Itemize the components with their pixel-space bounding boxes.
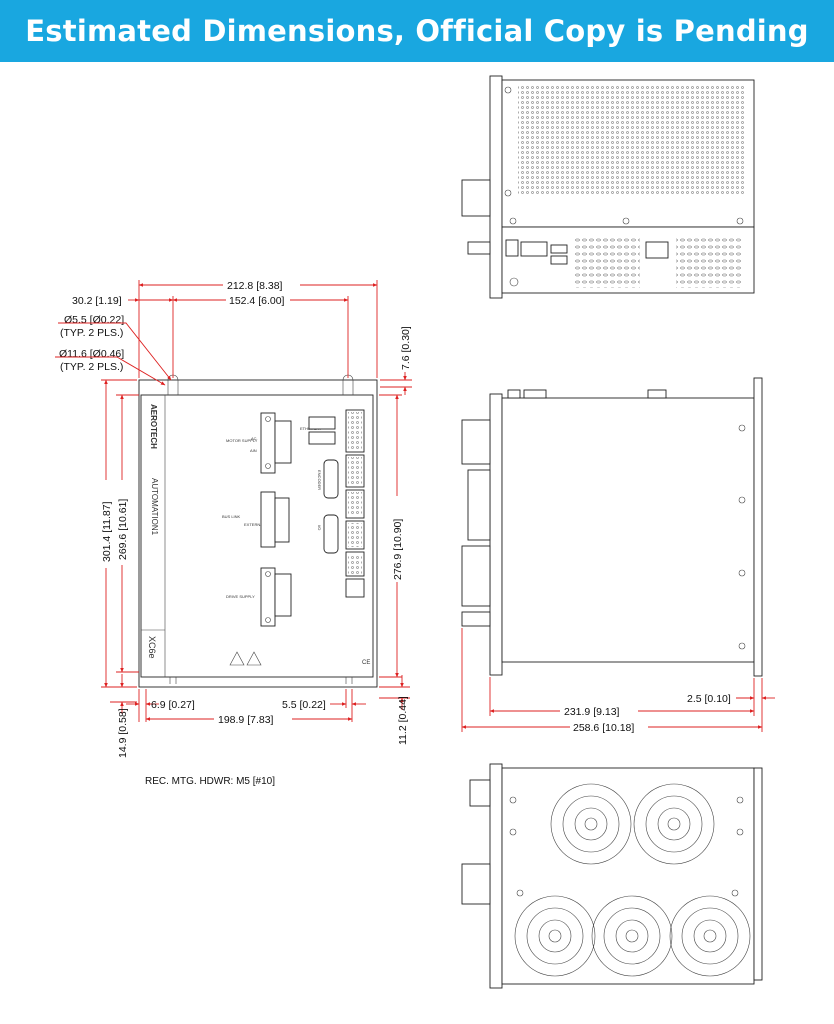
label-ac: AC [251, 436, 257, 441]
slot-bottom-left [169, 677, 177, 684]
label-encoder: ENCODER [317, 470, 322, 490]
banner-title: Estimated Dimensions, Official Copy is P… [25, 14, 809, 48]
side-view [461, 377, 763, 677]
fan-bottom-center [591, 895, 673, 977]
dim-depth-overall: 258.6 [10.18] [573, 722, 634, 734]
note-mounting-hardware: REC. MTG. HDWR: M5 [#10] [145, 776, 275, 787]
dim-slot-large-note: (TYP. 2 PLS.) [60, 361, 123, 373]
dim-top-offset: 7.6 [0.30] [400, 326, 412, 370]
dim-width-overall: 212.8 [8.38] [227, 280, 283, 292]
dim-slot-small: Ø5.5 [Ø0.22] [64, 314, 124, 326]
dim-bottom-left-height: 14.9 [0.58] [117, 708, 129, 758]
label-io: I/O [317, 525, 322, 530]
dim-bottom-left-offset: 6.9 [0.27] [151, 699, 195, 711]
model-label: XC6e [147, 636, 157, 659]
dim-bottom-right-height: 11.2 [0.44] [397, 696, 409, 745]
dim-slot-small-note: (TYP. 2 PLS.) [60, 327, 123, 339]
fan-bottom-right [669, 895, 751, 977]
ce-mark: CE [362, 660, 370, 666]
side-dimensions: 2.5 [0.10] 231.9 [9.13] 258.6 [10.18] [461, 628, 775, 734]
dim-height-overall: 301.4 [11.87] [101, 501, 113, 562]
dim-depth-body: 231.9 [9.13] [564, 706, 620, 718]
dim-edge-to-hole: 30.2 [1.19] [72, 295, 122, 307]
label-drive-supply: DRIVE SUPPLY [226, 594, 255, 599]
dim-bottom-width: 198.9 [7.83] [218, 714, 274, 726]
connector-motor-supply [260, 412, 276, 474]
bottom-view [461, 763, 763, 989]
fan-top-left [550, 783, 632, 865]
front-dimensions: 212.8 [8.38] 30.2 [1.19] 152.4 [6.00] Ø5… [55, 280, 412, 787]
label-ain: AIN [250, 448, 257, 453]
connector-bus-link [260, 491, 276, 548]
slot-bottom-right [345, 677, 353, 684]
title-banner: Estimated Dimensions, Official Copy is P… [0, 0, 834, 62]
connector-drive-supply-plug [274, 573, 292, 617]
dim-hole-spacing: 152.4 [6.00] [229, 295, 285, 307]
brand-logo: AEROTECH [149, 404, 158, 449]
fan-bottom-left [514, 895, 596, 977]
label-bus-link: BUS LINK [222, 514, 241, 519]
warning-icon [229, 651, 262, 666]
series-label: AUTOMATION1 [150, 478, 159, 536]
dim-slot-large: Ø11.6 [Ø0.46] [59, 348, 124, 360]
fan-top-right [633, 783, 715, 865]
dsub-encoder [323, 459, 339, 499]
dim-height-body: 276.9 [10.90] [392, 519, 404, 580]
connector-bus-link-plug [274, 497, 290, 543]
dimension-drawing: AEROTECH AUTOMATION1 XC6e CE MOTOR SUPPL… [55, 75, 775, 989]
dim-flange: 2.5 [0.10] [687, 693, 731, 705]
connector-motor-supply-plug [274, 420, 292, 464]
dim-bottom-right-offset: 5.5 [0.22] [282, 699, 326, 711]
dsub-io [323, 514, 339, 554]
front-view: AEROTECH AUTOMATION1 XC6e CE MOTOR SUPPL… [138, 374, 378, 688]
dim-height-holes: 269.6 [10.61] [117, 499, 129, 560]
terminal-column [345, 409, 365, 598]
label-motor-supply: MOTOR SUPPLY [226, 438, 258, 443]
top-view [461, 75, 755, 299]
